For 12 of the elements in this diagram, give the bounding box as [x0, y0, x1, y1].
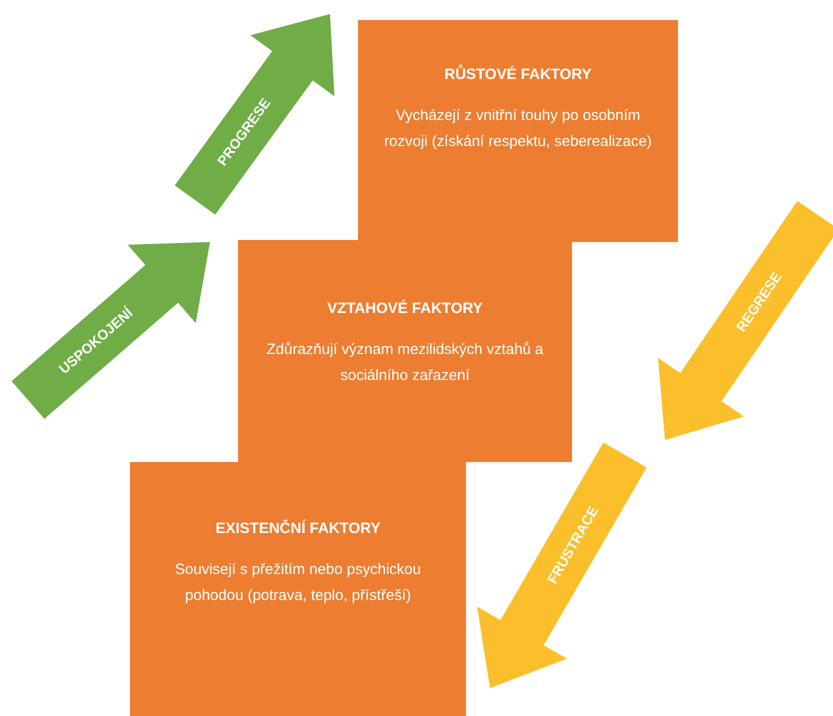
block-arrow — [174, 14, 334, 215]
factor-box — [358, 20, 678, 242]
box-text: Zdůrazňují význam mezilidských vztahů a sociálního zařazení — [266, 340, 544, 386]
box-text: Vycházejí z vnitřní touhy po osobním rozvoji (získání respektu, seberealizace) — [383, 106, 653, 152]
box-heading: EXISTENČNÍ FAKTORY — [215, 518, 381, 539]
box-text: Souvisejí s přežitím nebo psychickou pohodou (potrava, teplo, přístřeší) — [174, 560, 422, 606]
block-arrow — [658, 200, 833, 440]
block-arrow — [477, 442, 647, 688]
box-heading: RŮSTOVÉ FAKTORY — [444, 64, 592, 85]
box-heading: VZTAHOVÉ FAKTORY — [327, 298, 483, 319]
block-arrow — [12, 242, 210, 419]
factor-box — [130, 462, 466, 716]
